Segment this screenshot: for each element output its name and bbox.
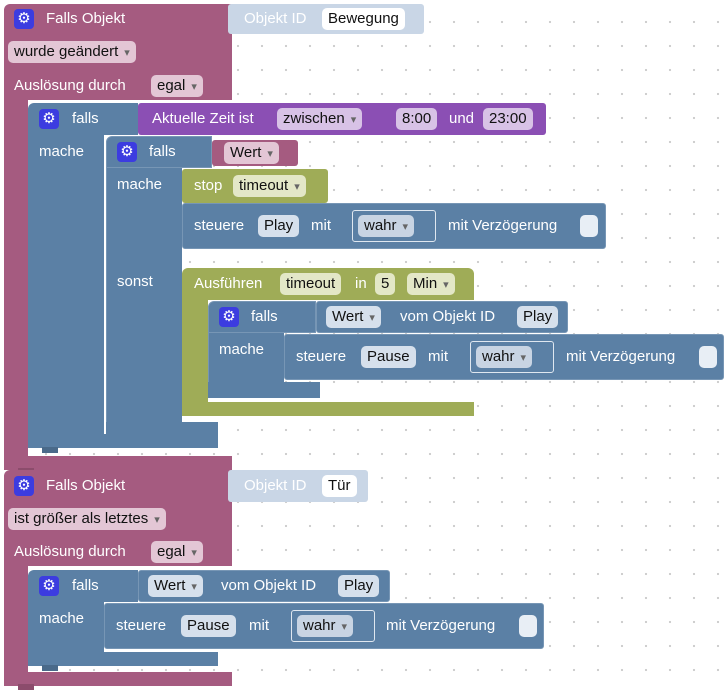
delay-checkbox[interactable] xyxy=(699,346,717,368)
condition-dropdown[interactable]: wurde geändert xyxy=(8,41,136,63)
object-id-label: Objekt ID xyxy=(244,10,307,27)
then-label: mache xyxy=(39,610,85,627)
value-slot xyxy=(352,210,436,242)
control-target-field[interactable]: Pause xyxy=(181,615,236,637)
gear-icon[interactable]: ⚙ xyxy=(14,476,34,496)
condition-dropdown[interactable]: ist größer als letztes xyxy=(8,508,166,530)
value-slot xyxy=(470,341,554,373)
timeout-block-footer xyxy=(182,402,474,416)
value-dropdown[interactable]: Wert xyxy=(326,306,381,328)
value-slot xyxy=(291,610,375,642)
if-block-4-notch xyxy=(42,665,58,671)
delay-label: mit Verzögerung xyxy=(386,617,496,634)
if-label: falls xyxy=(149,143,176,160)
then-label: mache xyxy=(39,143,85,160)
time-from-field[interactable]: 8:00 xyxy=(396,108,438,130)
if-block-4-footer xyxy=(28,652,218,666)
if-label: falls xyxy=(251,308,278,325)
trigger-block-2-notch xyxy=(18,684,34,690)
object-id-label: Objekt ID xyxy=(244,477,307,494)
control-label: steuere xyxy=(194,217,245,234)
gear-icon[interactable]: ⚙ xyxy=(14,9,34,29)
if-block-1-footer xyxy=(28,434,218,448)
trigger-title: Falls Objekt xyxy=(46,477,126,494)
trigger-mode-label: Auslösung durch xyxy=(14,543,126,560)
control-target-field[interactable]: Pause xyxy=(361,346,416,368)
timeout-amount-field[interactable]: 5 xyxy=(375,273,396,295)
delay-label: mit Verzögerung xyxy=(566,348,676,365)
trigger-mode-dropdown[interactable]: egal xyxy=(151,75,203,97)
object-id-value[interactable]: Bewegung xyxy=(322,8,405,30)
stop-timeout-dropdown[interactable]: timeout xyxy=(233,175,306,197)
delay-label: mit Verzögerung xyxy=(448,217,558,234)
then-label: mache xyxy=(219,341,265,358)
run-label: Ausführen xyxy=(194,275,263,292)
from-object-label: vom Objekt ID xyxy=(400,308,496,325)
control-label: steuere xyxy=(116,617,167,634)
control-value-dropdown[interactable]: wahr xyxy=(476,346,533,368)
object-id-field[interactable]: Play xyxy=(338,575,380,597)
object-id-field[interactable]: Play xyxy=(517,306,559,328)
from-object-label: vom Objekt ID xyxy=(221,577,317,594)
if-label: falls xyxy=(72,110,99,127)
time-to-field[interactable]: 23:00 xyxy=(483,108,533,130)
then-label: mache xyxy=(117,176,163,193)
gear-icon[interactable]: ⚙ xyxy=(39,576,59,596)
trigger-title: Falls Objekt xyxy=(46,10,126,27)
timeout-name-field[interactable]: timeout xyxy=(280,273,342,295)
trigger-mode-label: Auslösung durch xyxy=(14,77,126,94)
in-label: in xyxy=(355,275,367,292)
time-mode-dropdown[interactable]: zwischen xyxy=(277,108,363,130)
trigger-block-2-footer xyxy=(4,672,232,686)
gear-icon[interactable]: ⚙ xyxy=(117,142,137,162)
time-condition-label: Aktuelle Zeit ist xyxy=(152,110,254,127)
trigger-mode-dropdown[interactable]: egal xyxy=(151,541,203,563)
control-value-dropdown[interactable]: wahr xyxy=(297,615,354,637)
control-target-field[interactable]: Play xyxy=(258,215,300,237)
value-dropdown[interactable]: Wert xyxy=(224,142,279,164)
delay-checkbox[interactable] xyxy=(580,215,598,237)
if-block-2-footer xyxy=(106,422,218,436)
with-label: mit xyxy=(428,348,448,365)
stop-label: stop xyxy=(194,177,223,194)
timeout-block-spine xyxy=(182,300,208,412)
control-value-dropdown[interactable]: wahr xyxy=(358,215,415,237)
time-and-label: und xyxy=(449,110,475,127)
with-label: mit xyxy=(311,217,331,234)
if-label: falls xyxy=(72,577,99,594)
if-block-2-spine xyxy=(106,168,182,424)
trigger-block-1-spine xyxy=(4,96,28,462)
delay-checkbox[interactable] xyxy=(519,615,537,637)
control-label: steuere xyxy=(296,348,347,365)
object-id-value[interactable]: Tür xyxy=(322,475,357,497)
with-label: mit xyxy=(249,617,269,634)
else-label: sonst xyxy=(117,273,153,290)
trigger-block-2-spine xyxy=(4,562,28,684)
trigger-block-1-footer xyxy=(4,456,232,470)
gear-icon[interactable]: ⚙ xyxy=(219,307,239,327)
timeout-unit-dropdown[interactable]: Min xyxy=(407,273,455,295)
if-block-1-spine xyxy=(28,135,104,447)
gear-icon[interactable]: ⚙ xyxy=(39,109,59,129)
if-block-1-notch xyxy=(42,447,58,453)
value-dropdown[interactable]: Wert xyxy=(148,575,203,597)
if-block-3-footer xyxy=(208,382,320,398)
